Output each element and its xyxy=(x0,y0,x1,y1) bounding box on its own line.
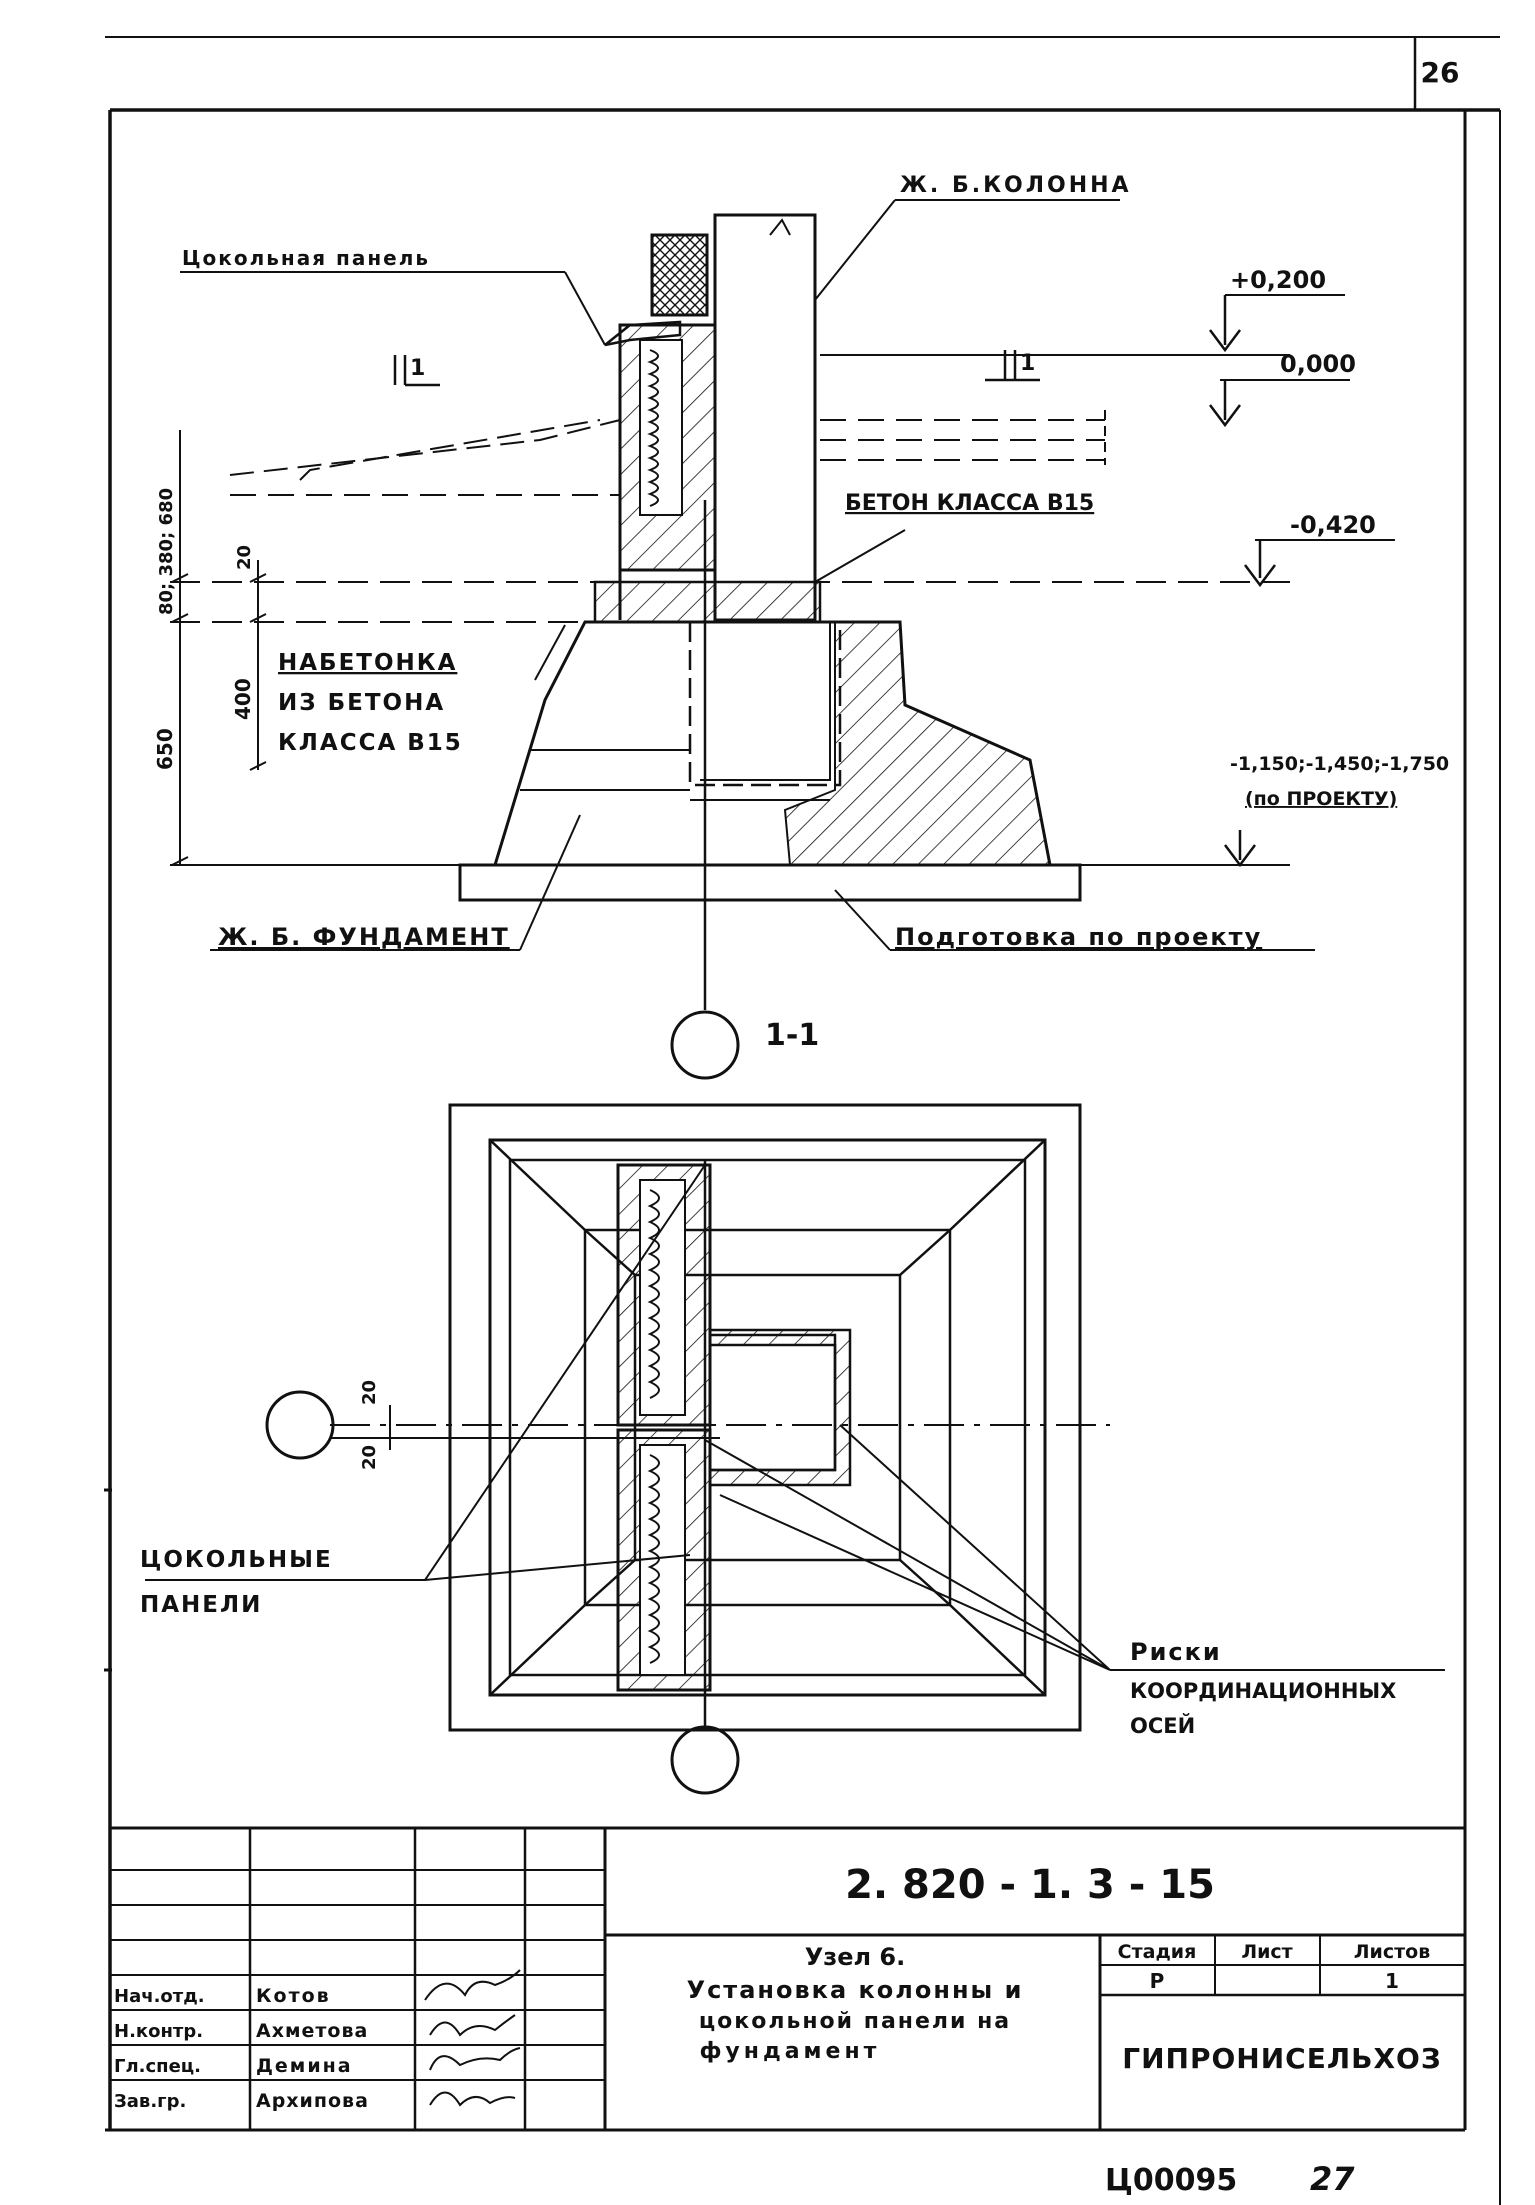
title-block xyxy=(110,1826,1465,2130)
label-preparation: Подготовка по проекту xyxy=(895,923,1262,951)
page-number: 27 xyxy=(1310,2160,1355,2198)
staff-name: Ахметова xyxy=(256,2020,368,2042)
staff-role: Нач.отд. xyxy=(114,1986,205,2007)
title-line-2: Установка колонны и xyxy=(687,1976,1024,2004)
label-naber-2: ИЗ БЕТОНА xyxy=(278,690,445,716)
section-marker-b: 1 xyxy=(1020,351,1035,376)
dim-80-380-680: 80; 380; 680 xyxy=(156,488,177,615)
dim-20: 20 xyxy=(234,545,255,570)
staff-name: Котов xyxy=(256,1985,331,2007)
staff-role: Н.контр. xyxy=(114,2021,203,2042)
section-marker-a: 1 xyxy=(410,356,425,381)
sheet-frame xyxy=(104,36,1501,2205)
elev-foundation-base: -1,150;-1,450;-1,750 xyxy=(1230,753,1449,775)
inventory-number: Ц00095 xyxy=(1105,2163,1237,2198)
section-title: 1-1 xyxy=(765,1018,819,1053)
staff-role: Зав.гр. xyxy=(114,2091,186,2112)
sheets-value: 1 xyxy=(1385,1969,1399,1993)
title-line-1: Узел 6. xyxy=(805,1943,905,1971)
signature xyxy=(429,2014,516,2037)
signature xyxy=(424,1969,521,2001)
plan-view xyxy=(145,1103,1445,1795)
signature xyxy=(429,2047,521,2071)
title-line-3: цокольной панели на xyxy=(699,2009,1011,2034)
title-line-4: фундамент xyxy=(700,2039,881,2064)
label-naber-3: КЛАССА В15 xyxy=(278,730,463,756)
elev-plus-0200: +0,200 xyxy=(1230,266,1326,294)
label-risks-3: ОСЕЙ xyxy=(1130,1713,1195,1738)
label-risks-2: КООРДИНАЦИОННЫХ xyxy=(1130,1679,1396,1703)
elev-0000: 0,000 xyxy=(1280,350,1356,378)
label-naber-1: НАБЕТОНКА xyxy=(278,650,457,676)
signature xyxy=(429,2091,516,2107)
elev-minus-0420: -0,420 xyxy=(1290,511,1376,539)
label-foundation: Ж. Б. ФУНДАМЕНТ xyxy=(218,923,510,951)
dim-650: 650 xyxy=(153,728,177,770)
stage-value: Р xyxy=(1150,1969,1165,1993)
plan-labels: 20 20 ЦОКОЛЬНЫЕ ПАНЕЛИ Риски КООРДИНАЦИО… xyxy=(140,1380,1396,1738)
plan-dim-bottom: 20 xyxy=(359,1445,380,1470)
organization: ГИПРОНИСЕЛЬХОЗ xyxy=(1122,2042,1441,2075)
stage-header: Стадия xyxy=(1118,1941,1197,1963)
staff-role: Гл.спец. xyxy=(114,2056,201,2077)
label-plinth-panels-1: ЦОКОЛЬНЫЕ xyxy=(140,1547,333,1573)
section-1-1 xyxy=(170,199,1395,1080)
label-concrete-class: БЕТОН КЛАССА В15 xyxy=(845,491,1094,516)
section-labels: Ж. Б.КОЛОННА Цокольная панель 1 1 +0,200… xyxy=(153,173,1449,1053)
staff-name: Демина xyxy=(256,2055,353,2077)
sheets-header: Листов xyxy=(1354,1941,1430,1963)
label-column: Ж. Б.КОЛОННА xyxy=(900,173,1132,198)
label-risks-1: Риски xyxy=(1130,1638,1222,1666)
sheet-header: Лист xyxy=(1241,1941,1292,1963)
staff-name: Архипова xyxy=(256,2090,369,2112)
title-block-text: 2. 820 - 1. 3 - 15 Узел 6. Установка кол… xyxy=(114,1862,1441,2112)
sheet-number: 26 xyxy=(1421,56,1460,89)
plan-dim-top: 20 xyxy=(359,1380,380,1405)
dim-400: 400 xyxy=(231,678,255,720)
signatures xyxy=(424,1969,521,2107)
label-by-project: (по ПРОЕКТУ) xyxy=(1245,788,1397,810)
label-plinth-panel: Цокольная панель xyxy=(182,246,430,270)
doc-code: 2. 820 - 1. 3 - 15 xyxy=(845,1862,1215,1908)
label-plinth-panels-2: ПАНЕЛИ xyxy=(140,1592,262,1618)
